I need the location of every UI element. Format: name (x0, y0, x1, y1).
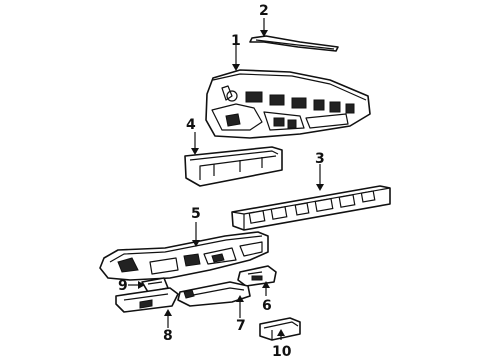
callout-2: 2 (259, 3, 269, 19)
part-6-bracket (237, 265, 277, 287)
part-10-housing (259, 317, 301, 341)
leader-lines (128, 18, 324, 340)
callout-labels: 2 1 4 3 5 9 6 7 8 10 (118, 3, 325, 360)
part-7-reinforcement (177, 281, 251, 307)
part-3-vent-duct (231, 185, 391, 231)
callout-9: 9 (118, 278, 128, 294)
part-5-lower-support (99, 231, 269, 281)
part-2-defroster-strip (249, 35, 339, 52)
callout-1: 1 (231, 33, 241, 49)
part-4-lower-bezel (184, 146, 283, 187)
callout-3: 3 (315, 151, 325, 167)
callout-4: 4 (186, 117, 196, 133)
callout-5: 5 (191, 206, 201, 222)
callout-8: 8 (163, 328, 173, 344)
callout-10: 10 (272, 344, 292, 360)
callout-7: 7 (236, 318, 246, 334)
callout-6: 6 (262, 298, 272, 314)
part-8-lower-cover (115, 287, 179, 313)
part-1-instrument-panel (205, 69, 371, 139)
